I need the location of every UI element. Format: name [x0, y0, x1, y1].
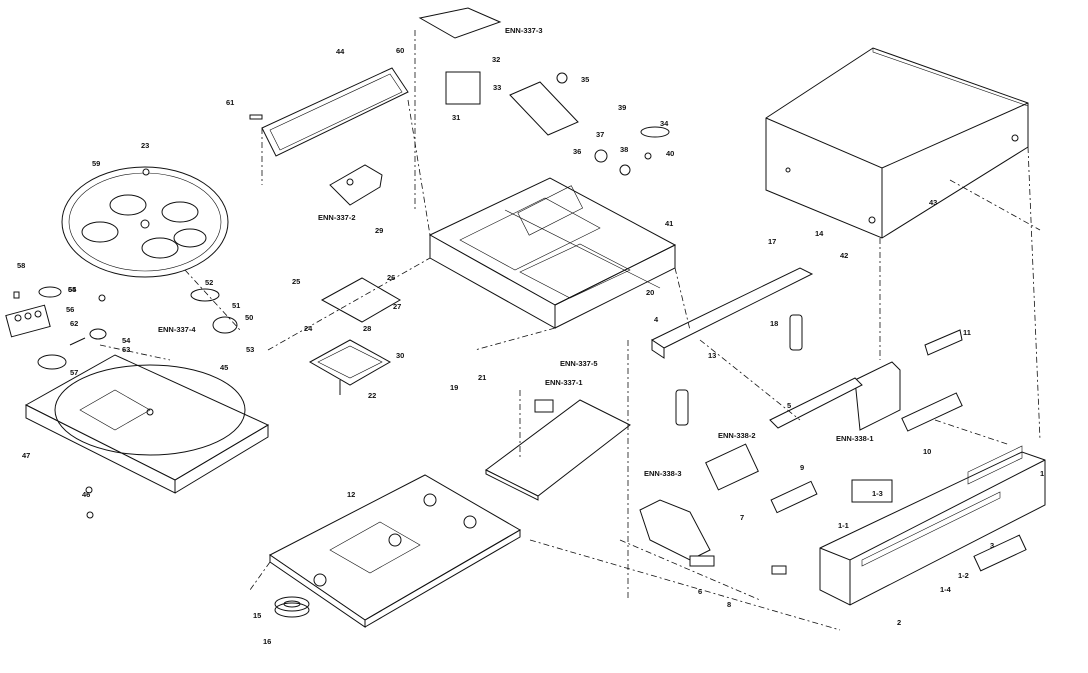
- part-number-label: 54: [122, 336, 131, 345]
- part-number-labels: 1 1-1 1-2 1-3 1-4 2 3 4 5 6 7 8 9 10 11 …: [17, 46, 1044, 646]
- part-number-label: 39: [618, 103, 626, 112]
- part-number-label: 13: [708, 351, 716, 360]
- part-number-label: 36: [573, 147, 581, 156]
- small-parts-left: [5, 114, 263, 370]
- part-number-label: 60: [396, 46, 404, 55]
- mechanism-top-parts: [418, 7, 670, 176]
- part-number-label: 46: [82, 490, 90, 499]
- part-number-label: 26: [387, 273, 395, 282]
- part-number-label: 4: [654, 315, 659, 324]
- part-number-label: 51: [232, 301, 240, 310]
- assembly-label: ENN-338-2: [718, 431, 756, 440]
- disc-tray-screws: [85, 168, 150, 519]
- part-number-label: 19: [450, 383, 458, 392]
- brackets-18: [675, 314, 803, 426]
- part-number-label: 62: [70, 319, 78, 328]
- part-number-label: 2: [897, 618, 901, 627]
- part-number-label: 34: [660, 119, 669, 128]
- assembly-label: ENN-337-2: [318, 213, 356, 222]
- part-number-label: 22: [368, 391, 376, 400]
- part-number-label: 21: [478, 373, 486, 382]
- part-number-label: 57: [70, 368, 78, 377]
- part-number-label: 31: [452, 113, 460, 122]
- part-number-label: 7: [740, 513, 744, 522]
- part-number-label: 29: [375, 226, 383, 235]
- part-number-label: 61: [226, 98, 234, 107]
- part-number-label: 33: [493, 83, 501, 92]
- part-number-label: 50: [245, 313, 253, 322]
- part-number-label: 41: [665, 219, 673, 228]
- part-number-label: 63: [122, 345, 130, 354]
- disc-tray-60: [61, 166, 229, 278]
- part-number-label: 40: [666, 149, 674, 158]
- assembly-label: ENN-338-3: [644, 469, 682, 478]
- part-number-label: 32: [492, 55, 500, 64]
- part-number-label: 15: [253, 611, 261, 620]
- part-number-label: 52: [205, 278, 213, 287]
- part-number-label: 53: [246, 345, 254, 354]
- part-number-label: 64: [68, 285, 77, 294]
- assembly-label: ENN-338-1: [836, 434, 874, 443]
- part-number-label: 1-3: [872, 489, 883, 498]
- assembly-label: ENN-337-3: [505, 26, 543, 35]
- assembly-guide-lines: [99, 30, 1041, 631]
- part-number-label: 55: [68, 285, 76, 294]
- part-number-label: 8: [727, 600, 731, 609]
- part-number-label: 12: [347, 490, 355, 499]
- part-number-label: 58: [17, 261, 25, 270]
- pickup-assembly: [308, 277, 401, 395]
- part-number-label: 37: [596, 130, 604, 139]
- front-panel-1: [819, 445, 1046, 606]
- part-number-label: 59: [92, 159, 100, 168]
- foot-15: [274, 596, 310, 618]
- part-number-label: 43: [929, 198, 937, 207]
- rail-13: [650, 267, 814, 359]
- part-number-label: 14: [815, 229, 824, 238]
- part-number-label: 44: [336, 47, 345, 56]
- assembly-label: ENN-337-5: [560, 359, 598, 368]
- part-number-label: 20: [646, 288, 654, 297]
- part-number-label: 3: [990, 541, 994, 550]
- boards-enn-338: [639, 329, 963, 575]
- part-number-label: 25: [292, 277, 300, 286]
- part-number-label: 1-4: [940, 585, 952, 594]
- part-number-label: 45: [220, 363, 228, 372]
- tray-frame-61: [261, 67, 409, 185]
- loader-base-47: [24, 354, 270, 494]
- main-chassis: [428, 177, 677, 329]
- part-number-label: 35: [581, 75, 589, 84]
- top-cover: [765, 47, 1041, 239]
- part-number-label: 1-1: [838, 521, 849, 530]
- part-number-label: 1-2: [958, 571, 969, 580]
- part-number-label: 27: [393, 302, 401, 311]
- part-number-label: 30: [396, 351, 404, 360]
- bottom-plate-12: [269, 474, 521, 628]
- part-number-label: 18: [770, 319, 778, 328]
- part-number-label: 11: [963, 328, 971, 337]
- bracket-enn-337-2: [329, 164, 383, 206]
- part-number-label: 6: [698, 587, 702, 596]
- part-number-label: 5: [787, 401, 791, 410]
- part-number-label: 23: [141, 141, 149, 150]
- part-number-label: 9: [800, 463, 804, 472]
- main-board-enn-337-1: [485, 399, 631, 501]
- part-number-label: 10: [923, 447, 931, 456]
- part-number-label: 42: [840, 251, 848, 260]
- part-number-label: 56: [66, 305, 74, 314]
- part-number-label: 28: [363, 324, 371, 333]
- assembly-reference-labels: ENN-337-1 ENN-337-2 ENN-337-3 ENN-337-4 …: [158, 26, 874, 478]
- part-number-label: 17: [768, 237, 776, 246]
- part-number-label: 38: [620, 145, 628, 154]
- part-number-label: 1: [1040, 469, 1044, 478]
- part-number-label: 47: [22, 451, 30, 460]
- part-number-label: 24: [304, 324, 313, 333]
- part-number-label: 16: [263, 637, 271, 646]
- assembly-label: ENN-337-1: [545, 378, 583, 387]
- assembly-label: ENN-337-4: [158, 325, 196, 334]
